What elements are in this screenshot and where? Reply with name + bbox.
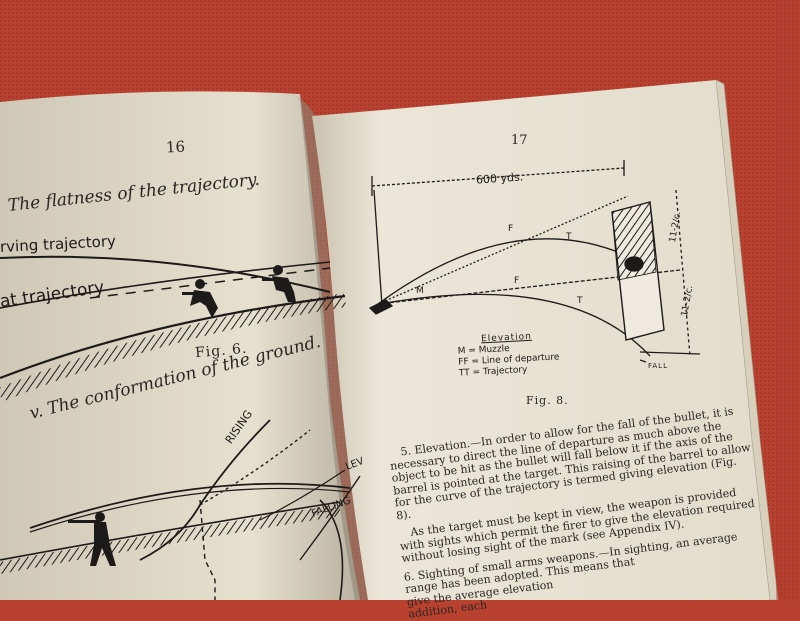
label-m: M: [416, 286, 424, 296]
label-f-lower: F: [514, 276, 520, 286]
soldier-icon-kneeling: [262, 265, 296, 302]
fig8-drawing: [368, 160, 701, 363]
fall-label: FALL: [648, 362, 668, 370]
soldier-icon-running: [182, 279, 218, 318]
left-page-number: 16: [165, 137, 186, 157]
soldier-icon-aiming: [68, 512, 116, 566]
label-t-lower: T: [577, 296, 583, 306]
right-page-number: 17: [511, 133, 528, 148]
label-f-upper: F: [508, 224, 514, 234]
right-page: [312, 80, 770, 600]
page-edges: [715, 79, 779, 600]
fig8-legend: Elevation M = Muzzle FF = Line of depart…: [457, 330, 560, 379]
left-page: [0, 91, 360, 600]
fig8-caption: Fig. 8.: [526, 394, 569, 407]
fig7-drawing: [0, 419, 361, 600]
cloth-edge: [776, 0, 800, 600]
label-t-upper: T: [566, 232, 572, 242]
photo-scene: [0, 0, 800, 600]
